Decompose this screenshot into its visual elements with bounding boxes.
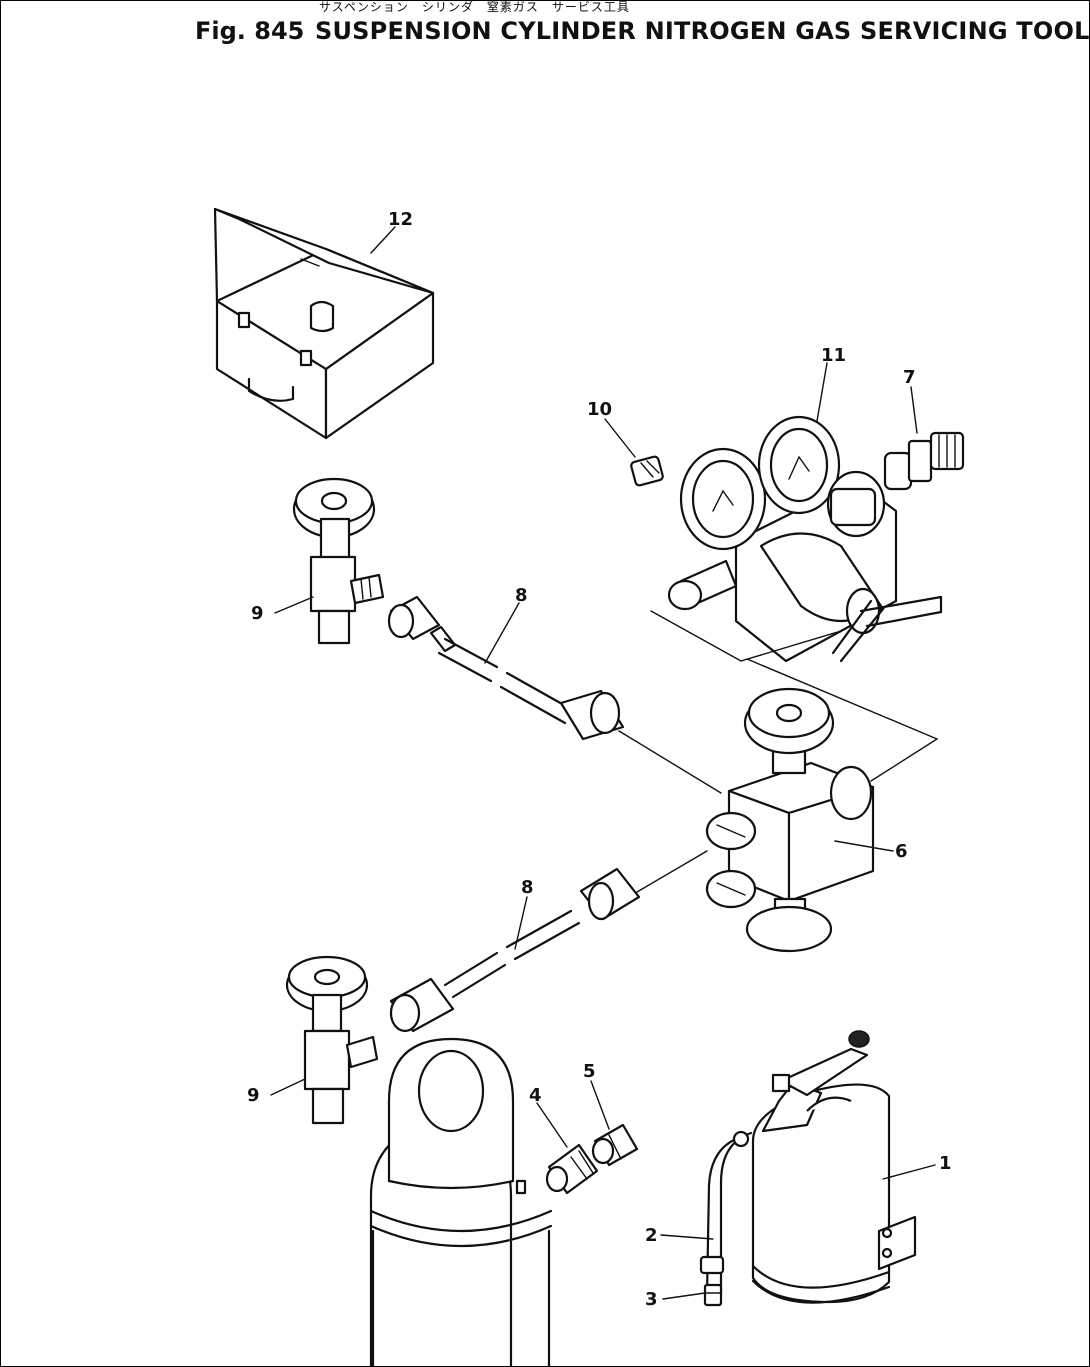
hose-part-8-lower [389, 850, 708, 1033]
callout-8-lower: 8 [521, 877, 534, 898]
callout-8-upper: 8 [515, 585, 528, 606]
manifold-part-6 [705, 687, 875, 953]
callout-9-lower: 9 [247, 1085, 260, 1106]
japanese-caption: サスペンション シリンダ 窒素ガス サービス工具 [319, 0, 630, 14]
tool-box-part [213, 207, 435, 440]
callout-7: 7 [903, 367, 916, 388]
callout-1: 1 [939, 1153, 952, 1174]
fitting-part-4 [545, 1143, 599, 1195]
callout-labels: 12 11 7 10 9 8 6 8 9 4 5 1 2 3 [247, 209, 952, 1310]
callout-2: 2 [645, 1225, 658, 1246]
adapter-part-7 [883, 431, 965, 491]
valve-part-9-lower [285, 955, 379, 1125]
plug-part-10 [630, 455, 664, 487]
fitting-part-5 [591, 1123, 639, 1167]
callout-4: 4 [529, 1085, 542, 1106]
diagram-title: SUSPENSION CYLINDER NITROGEN GAS SERVICI… [315, 17, 1090, 45]
regulator-part-11 [650, 415, 943, 782]
callout-3: 3 [645, 1289, 658, 1310]
valve-part-9-upper [292, 477, 385, 645]
suspension-cylinder [369, 1037, 553, 1366]
callout-9-upper: 9 [251, 603, 264, 624]
hose-part-8-upper [387, 595, 722, 794]
callout-5: 5 [583, 1061, 596, 1082]
callout-10: 10 [587, 399, 612, 420]
hand-pump-part-1 [699, 1030, 917, 1307]
callout-6: 6 [895, 841, 908, 862]
callout-11: 11 [821, 345, 846, 366]
leader-lines [270, 226, 936, 1300]
figure-number: Fig. 845 [195, 17, 305, 45]
callout-12: 12 [388, 209, 413, 230]
